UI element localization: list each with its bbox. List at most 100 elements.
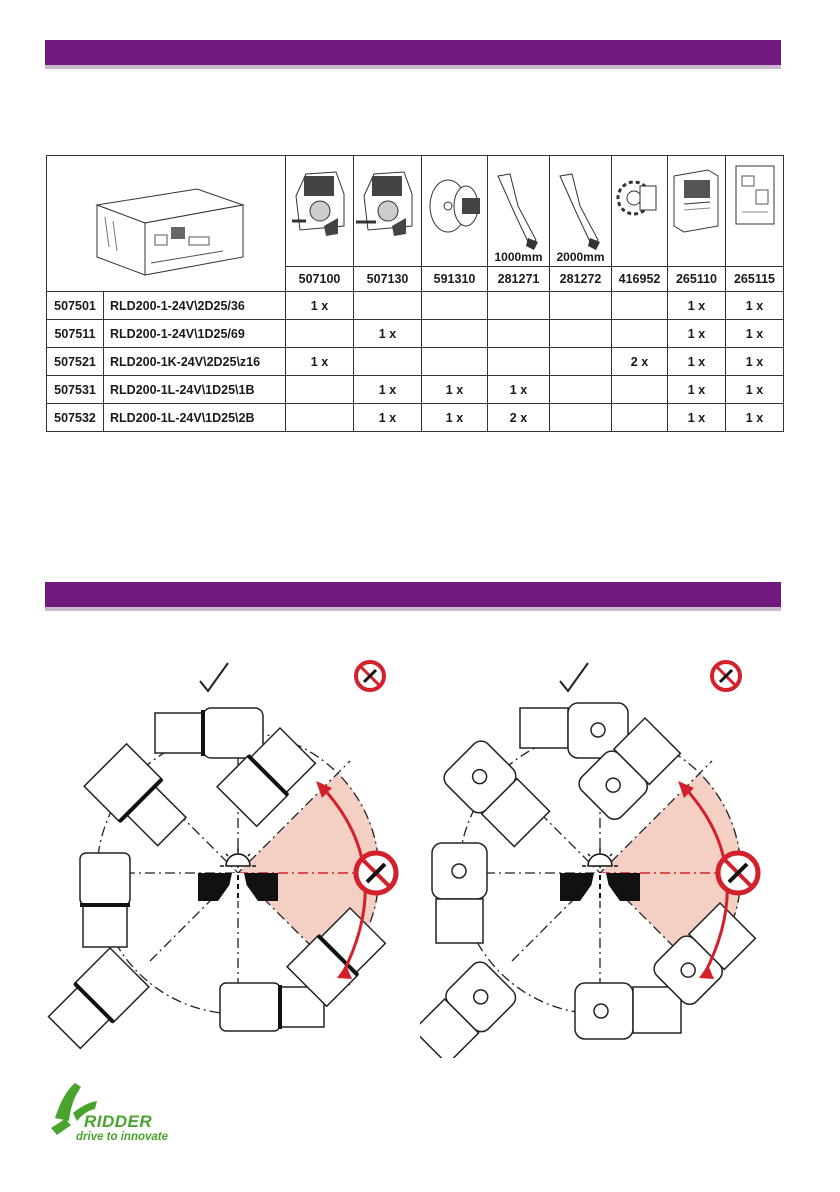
quantity <box>549 375 612 404</box>
quantity <box>611 291 668 320</box>
quantity: 2 x <box>611 347 668 376</box>
check-icon <box>559 662 589 693</box>
strap-1000-cell: 1000mm <box>487 155 550 267</box>
quantity: 1 x <box>353 403 422 432</box>
quantity: 1 x <box>667 375 726 404</box>
sheet-image-cell <box>725 155 784 267</box>
article-name: RLD200-1K-24V\2D25\z16 <box>103 347 286 376</box>
brand-tagline: drive to innovate <box>76 1131 169 1143</box>
quantity: 1 x <box>487 375 550 404</box>
motor-unit <box>83 742 188 847</box>
article-number: 507532 <box>46 403 104 432</box>
quantity: 1 x <box>725 403 784 432</box>
quantity: 1 x <box>353 375 422 404</box>
part-code: 416952 <box>611 266 668 292</box>
ridder-logo-mark <box>51 1083 97 1135</box>
quantity <box>285 319 354 348</box>
quantity: 1 x <box>725 347 784 376</box>
quantity: 1 x <box>725 319 784 348</box>
no-tool-icon <box>710 660 742 692</box>
motor-unit <box>574 982 682 1040</box>
parts-table: 1000mm 2000mm <box>46 155 784 432</box>
quantity: 1 x <box>285 347 354 376</box>
quantity <box>353 347 422 376</box>
quantity: 1 x <box>421 375 488 404</box>
article-number: 507511 <box>46 319 104 348</box>
table-row: 507531 RLD200-1L-24V\1D25\1B 1 x 1 x 1 x… <box>46 375 784 404</box>
quantity <box>421 319 488 348</box>
motor-icon <box>292 171 345 236</box>
table-row: 507521 RLD200-1K-24V\2D25\z16 1 x 2 x 1 … <box>46 347 784 376</box>
section-bar-1-shadow <box>45 65 781 69</box>
quantity: 1 x <box>667 347 726 376</box>
motor-unit <box>216 726 317 828</box>
motor-image-cell-1 <box>285 155 354 267</box>
quantity: 1 x <box>667 291 726 320</box>
quantity: 1 x <box>353 319 422 348</box>
drum-icon <box>429 179 480 233</box>
quantity: 1 x <box>725 291 784 320</box>
sun-icon <box>582 848 618 867</box>
part-code: 591310 <box>421 266 488 292</box>
motor-unit <box>653 901 757 1005</box>
motor-unit <box>578 716 682 820</box>
quantity: 1 x <box>667 319 726 348</box>
quantity <box>549 403 612 432</box>
motor-icon-2 <box>356 171 413 236</box>
drum-image-cell <box>421 155 488 267</box>
quantity <box>611 375 668 404</box>
strap-icon <box>497 173 538 250</box>
check-icon <box>199 662 229 693</box>
motor-unit <box>47 946 150 1050</box>
instruction-sheet-icon <box>735 165 775 225</box>
table-row: 507511 RLD200-1-24V\1D25/69 1 x 1 x 1 x <box>46 319 784 348</box>
sun-icon <box>220 848 256 867</box>
quantity: 1 x <box>421 403 488 432</box>
quantity <box>487 291 550 320</box>
part-code: 281272 <box>549 266 612 292</box>
part-code: 507130 <box>353 266 422 292</box>
quantity <box>421 291 488 320</box>
no-tool-icon <box>353 850 399 896</box>
quantity <box>285 403 354 432</box>
no-tool-icon <box>354 660 386 692</box>
road-icon <box>198 873 278 901</box>
article-name: RLD200-1-24V\2D25/36 <box>103 291 286 320</box>
quantity <box>611 319 668 348</box>
sprocket-image-cell <box>611 155 668 267</box>
box-image-cell <box>46 155 286 292</box>
motor-unit <box>286 906 387 1008</box>
motor-unit <box>154 707 264 759</box>
manual-image-cell <box>667 155 726 267</box>
motor-unit <box>420 961 517 1058</box>
strap-icon-2 <box>559 173 600 250</box>
motor-image-cell-2 <box>353 155 422 267</box>
road-icon <box>560 873 640 901</box>
motor-unit <box>219 982 325 1032</box>
quantity <box>549 319 612 348</box>
part-code-row: 507100 507130 591310 281271 281272 41695… <box>47 266 784 292</box>
quantity <box>487 347 550 376</box>
quantity <box>549 347 612 376</box>
motor-unit <box>79 852 131 948</box>
strap-length-2000: 2000mm <box>556 250 605 264</box>
motor-unit <box>519 702 629 759</box>
strap-length-1000: 1000mm <box>494 250 543 264</box>
quantity <box>421 347 488 376</box>
table-row: 507532 RLD200-1L-24V\1D25\2B 1 x 1 x 2 x… <box>46 403 784 432</box>
quantity <box>549 291 612 320</box>
section-bar-1 <box>45 40 781 65</box>
part-code: 281271 <box>487 266 550 292</box>
quantity: 2 x <box>487 403 550 432</box>
section-bar-2-shadow <box>45 607 781 611</box>
table-row: 507501 RLD200-1-24V\2D25/36 1 x 1 x 1 x <box>46 291 784 320</box>
article-name: RLD200-1L-24V\1D25\1B <box>103 375 286 404</box>
article-name: RLD200-1-24V\1D25/69 <box>103 319 286 348</box>
part-code: 507100 <box>285 266 354 292</box>
part-code: 265110 <box>667 266 726 292</box>
section-bar-2 <box>45 582 781 607</box>
mounting-diagram-right <box>420 660 761 1058</box>
quantity: 1 x <box>285 291 354 320</box>
quantity <box>285 375 354 404</box>
motor-unit <box>443 740 551 848</box>
